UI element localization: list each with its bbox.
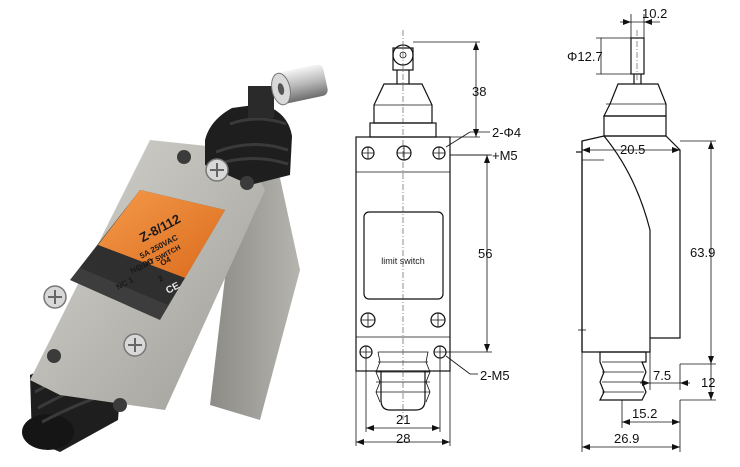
dim-total-depth: 26.9: [614, 431, 639, 446]
dim-hole-spec: 2-Φ4: [492, 125, 521, 140]
roller: [271, 64, 328, 106]
dim-offset: 7.5: [653, 368, 671, 383]
dim-body-height: 63.9: [690, 245, 715, 260]
dim-28: 28: [396, 431, 410, 446]
screw-icon: [123, 333, 147, 357]
dim-21: 21: [396, 412, 410, 427]
product-label: Z-8/112 5A 250VAC LIMIT SWITCH NO 3O O4 …: [70, 190, 225, 320]
front-panel: [363, 211, 444, 300]
front-view-drawing: limit switch 38 2-Φ4 +M5 56: [355, 30, 521, 446]
product-photo: Z-8/112 5A 250VAC LIMIT SWITCH NO 3O O4 …: [22, 64, 328, 452]
side-view-drawing: 10.2 Φ12.7 20.5 63.9 7.5 12: [567, 6, 716, 452]
dim-38: 38: [472, 84, 486, 99]
dim-body-depth: 20.5: [620, 142, 645, 157]
dim-bottom-width: 15.2: [632, 406, 657, 421]
label-two: 2: [157, 273, 166, 283]
mounting-hole: [113, 398, 127, 412]
screw-icon: [205, 158, 229, 182]
dim-roller-width: 10.2: [642, 6, 667, 21]
screw-icon: [43, 285, 67, 309]
mounting-hole: [240, 176, 254, 190]
mounting-hole: [177, 150, 191, 164]
plunger-stem: [248, 86, 274, 118]
dim-thread-top: +M5: [492, 148, 518, 163]
mounting-hole: [47, 349, 61, 363]
dim-roller-dia: Φ12.7: [567, 49, 603, 64]
dim-bottom-height: 12: [701, 375, 715, 390]
dim-56: 56: [478, 246, 492, 261]
dim-thread-bottom: 2-M5: [480, 368, 510, 383]
